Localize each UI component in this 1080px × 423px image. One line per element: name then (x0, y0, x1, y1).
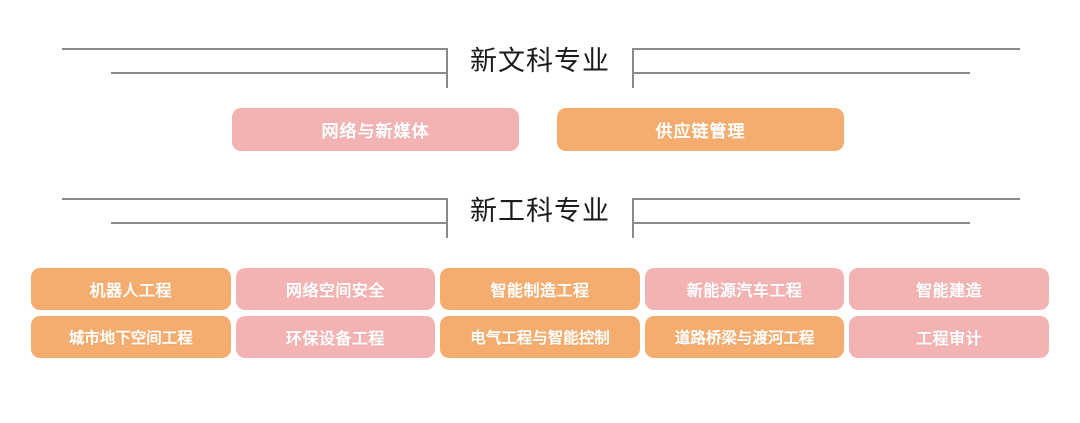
major-pill-urban-underground-space[interactable]: 城市地下空间工程 (31, 316, 231, 358)
divider-line-bottom (111, 222, 446, 224)
divider-right (632, 192, 1044, 238)
major-pill-intelligent-manufacturing[interactable]: 智能制造工程 (440, 268, 640, 310)
major-grid-row-2: 城市地下空间工程 环保设备工程 电气工程与智能控制 道路桥梁与渡河工程 工程审计 (31, 316, 1049, 358)
divider-line-top (62, 198, 446, 200)
divider-tick-icon (446, 48, 448, 88)
divider-line-top (634, 48, 1020, 50)
divider-left (36, 42, 448, 88)
divider-right (632, 42, 1044, 88)
major-grid-row-1: 机器人工程 网络空间安全 智能制造工程 新能源汽车工程 智能建造 (31, 268, 1049, 310)
major-pill-robotics-engineering[interactable]: 机器人工程 (31, 268, 231, 310)
section-title-liberal-arts: 新文科专业 (470, 45, 610, 77)
divider-left (36, 192, 448, 238)
divider-tick-icon (446, 198, 448, 238)
divider-line-top (634, 198, 1020, 200)
major-pill-intelligent-construction[interactable]: 智能建造 (849, 268, 1049, 310)
section-header-engineering: 新工科专业 (0, 188, 1080, 238)
major-pill-web-new-media[interactable]: 网络与新媒体 (232, 108, 519, 151)
section-header-liberal-arts: 新文科专业 (0, 38, 1080, 88)
major-pill-new-energy-vehicle[interactable]: 新能源汽车工程 (644, 268, 845, 310)
major-row-liberal-arts: 网络与新媒体 供应链管理 (232, 108, 844, 151)
major-pill-road-bridge-river-crossing[interactable]: 道路桥梁与渡河工程 (644, 316, 845, 358)
divider-tick-icon (632, 48, 634, 88)
divider-line-top (62, 48, 446, 50)
major-pill-engineering-audit[interactable]: 工程审计 (849, 316, 1049, 358)
divider-line-bottom (111, 72, 446, 74)
major-pill-supply-chain-management[interactable]: 供应链管理 (557, 108, 844, 151)
major-pill-environmental-equipment[interactable]: 环保设备工程 (235, 316, 436, 358)
major-grid-engineering: 机器人工程 网络空间安全 智能制造工程 新能源汽车工程 智能建造 城市地下空间工… (31, 268, 1049, 358)
divider-line-bottom (634, 222, 970, 224)
divider-line-bottom (634, 72, 970, 74)
major-pill-electrical-intelligent-control[interactable]: 电气工程与智能控制 (440, 316, 640, 358)
divider-tick-icon (632, 198, 634, 238)
section-title-engineering: 新工科专业 (470, 195, 610, 227)
major-pill-cyberspace-security[interactable]: 网络空间安全 (235, 268, 436, 310)
